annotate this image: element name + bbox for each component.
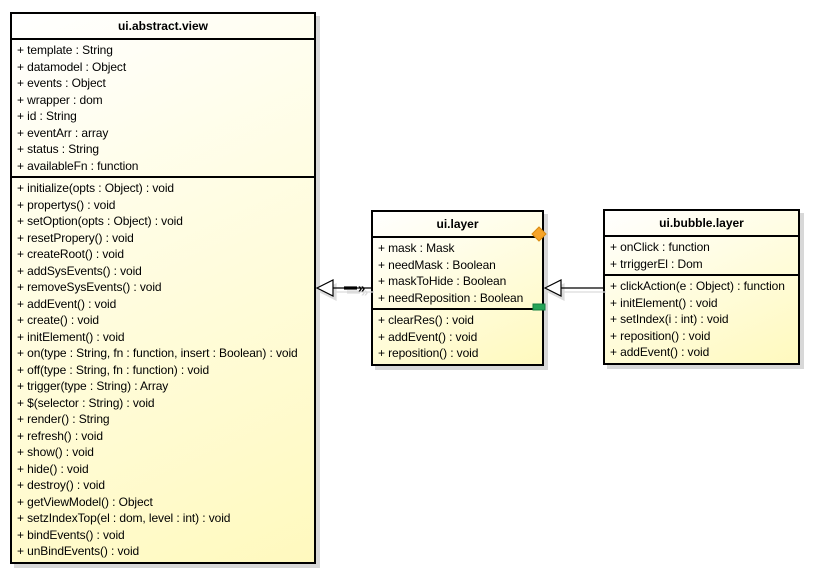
class-member: + resetPropery() : void — [17, 230, 134, 245]
class-member: + createRoot() : void — [17, 247, 124, 261]
class-member: + off(type : String, fn : function) : vo… — [17, 362, 210, 377]
class-title-bar: ui.bubble.layer — [605, 211, 798, 237]
class-member: + needMask : Boolean — [378, 257, 496, 272]
class-name-text: ui.layer — [436, 217, 479, 231]
class-member: + hide() : void — [17, 461, 89, 476]
generalization-arrow-bubble-layer-to-layer[interactable] — [543, 279, 603, 297]
class-member: + initElement() : void — [610, 295, 718, 310]
class-member: + clearRes() : void — [378, 313, 474, 327]
class-member: + id : String — [17, 109, 77, 123]
class-member: + show() : void — [17, 445, 94, 459]
class-name-text: ui.abstract.view — [117, 19, 209, 33]
class-member: + addEvent() : void — [378, 329, 478, 344]
class-member: + initElement() : void — [17, 329, 125, 344]
methods-section: + clickAction(e : Object) : function + in… — [605, 274, 798, 363]
class-title-bar: ui.layer — [373, 212, 542, 238]
class-member: + events : Object — [17, 76, 106, 90]
hollow-triangle-arrowhead — [543, 279, 562, 297]
class-member: + create() : void — [17, 313, 100, 327]
class-member: + reposition() : void — [610, 328, 711, 343]
class-member: + destroy() : void — [17, 478, 105, 492]
attributes-section: + template : String + datamodel : Object +… — [12, 40, 314, 176]
class-member: + on(type : String, fn : function, inser… — [17, 346, 298, 360]
class-member: + setOption(opts : Object) : void — [17, 214, 183, 228]
class-member: + datamodel : Object — [17, 59, 127, 74]
class-member: + maskToHide : Boolean — [378, 274, 507, 288]
class-title-bar: ui.abstract.view — [12, 14, 314, 40]
methods-section: + clearRes() : void + addEvent() : void + … — [373, 308, 542, 364]
class-member: + clickAction(e : Object) : function — [610, 279, 785, 293]
class-ui-abstract-view[interactable]: ui.abstract.view + template : String + da… — [10, 12, 316, 564]
class-member: + setzIndexTop(el : dom, level : int) : … — [17, 511, 231, 525]
class-ui-layer[interactable]: ui.layer + mask : Mask + needMask : Boole… — [371, 210, 544, 366]
generalization-arrow-layer-to-abstract-view[interactable]: » — [315, 279, 371, 297]
class-member: + propertys() : void — [17, 197, 116, 212]
class-member: + onClick : function — [610, 240, 710, 254]
class-member: + needReposition : Boolean — [378, 290, 524, 305]
class-member: + setIndex(i : int) : void — [610, 312, 729, 326]
class-ui-bubble-layer[interactable]: ui.bubble.layer + onClick : function + tr… — [603, 209, 800, 365]
attributes-section: + onClick : function + trriggerEl : Dom — [605, 237, 798, 274]
attributes-section: + mask : Mask + needMask : Boolean + maskT… — [373, 238, 542, 308]
class-member: + addEvent() : void — [610, 345, 710, 359]
class-member: + addSysEvents() : void — [17, 263, 142, 278]
class-member: + eventArr : array — [17, 125, 109, 140]
class-member: + $(selector : String) : void — [17, 395, 155, 410]
hollow-triangle-arrowhead — [315, 279, 334, 297]
methods-section: + initialize(opts : Object) : void + prop… — [12, 176, 314, 562]
bold-dash-marker — [344, 286, 357, 290]
class-member: + getViewModel() : Object — [17, 494, 153, 509]
class-member: + availableFn : function — [17, 158, 139, 173]
class-member: + wrapper : dom — [17, 92, 103, 107]
class-member: + addEvent() : void — [17, 296, 117, 311]
class-name-text: ui.bubble.layer — [659, 216, 744, 230]
class-member: + unBindEvents() : void — [17, 544, 140, 558]
double-chevron-marker: » — [358, 281, 365, 296]
class-member: + reposition() : void — [378, 346, 479, 360]
class-member: + status : String — [17, 142, 100, 156]
class-member: + refresh() : void — [17, 428, 103, 443]
class-member: + bindEvents() : void — [17, 527, 125, 542]
class-member: + trigger(type : String) : Array — [17, 379, 169, 393]
class-member: + template : String — [17, 43, 113, 57]
class-member: + initialize(opts : Object) : void — [17, 181, 175, 195]
class-member: + trriggerEl : Dom — [610, 256, 703, 271]
class-member: + mask : Mask — [378, 241, 455, 255]
class-member: + render() : String — [17, 412, 110, 426]
class-member: + removeSysEvents() : void — [17, 280, 162, 294]
